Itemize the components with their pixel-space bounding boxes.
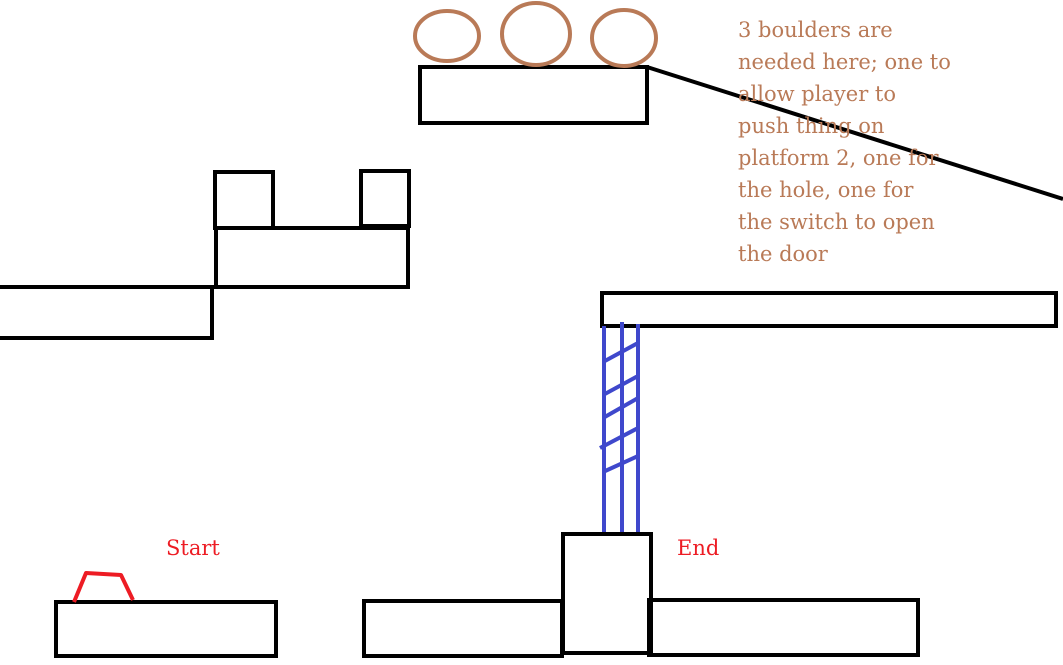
ladder-rung-3 (602, 396, 639, 420)
note-line: needed here; one to (738, 50, 951, 74)
note-line: push thing on (738, 114, 885, 138)
note-line: the door (738, 242, 828, 266)
platform-left-low (0, 285, 214, 340)
ladder-rung-4 (599, 426, 639, 450)
boulder-note: 3 boulders are needed here; one to allow… (738, 14, 998, 270)
platform-bottom-middle (362, 599, 564, 658)
block-left-high-2 (359, 169, 411, 228)
note-line: allow player to (738, 82, 897, 106)
end-label: End (677, 536, 720, 560)
note-line: 3 boulders are (738, 18, 893, 42)
start-label: Start (166, 536, 220, 560)
block-left-high-1 (213, 170, 275, 230)
platform-end (647, 598, 920, 657)
platform-boulders (418, 65, 649, 125)
boulder-1 (413, 9, 481, 63)
platform-left-high (214, 226, 410, 289)
door-block (561, 532, 653, 655)
ladder-rung-5 (602, 454, 639, 474)
note-line: platform 2, one for (738, 146, 939, 170)
switch-icon (72, 571, 135, 603)
platform-start (54, 600, 278, 658)
platform-right-upper (600, 291, 1058, 328)
ladder (599, 322, 640, 534)
note-line: the switch to open (738, 210, 935, 234)
slope-line (646, 65, 1063, 201)
note-line: the hole, one for (738, 178, 914, 202)
ladder-rung-2 (602, 374, 639, 397)
ladder-rung-1 (602, 341, 639, 364)
boulder-2 (500, 1, 572, 67)
boulder-3 (590, 8, 658, 68)
